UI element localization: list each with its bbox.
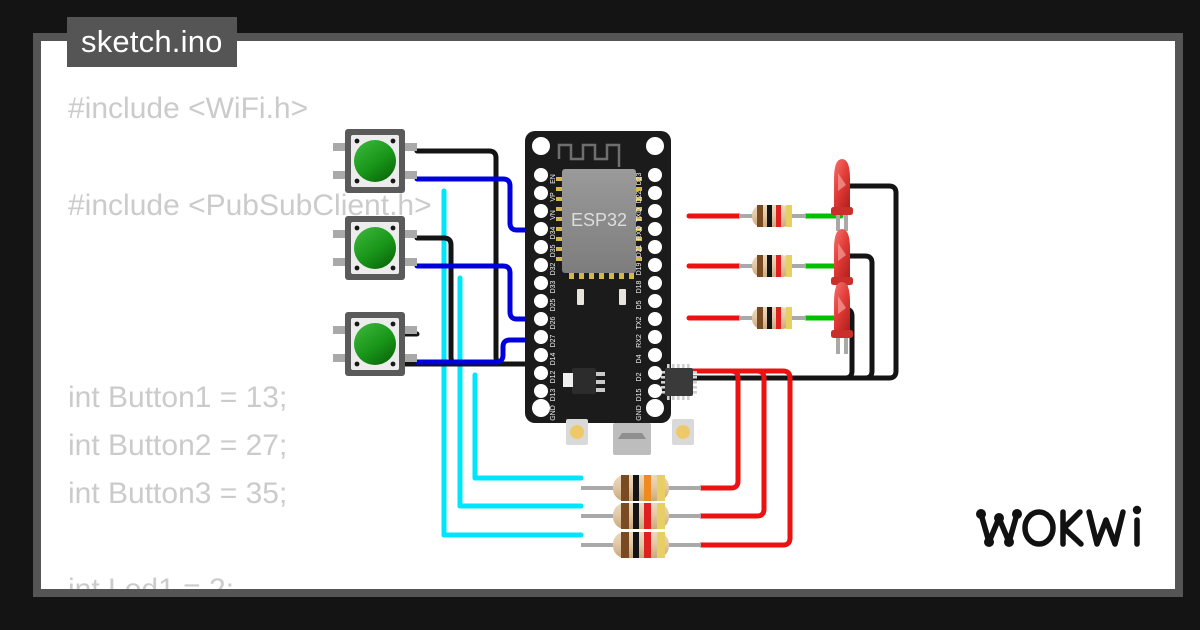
svg-text:D4: D4 [636, 354, 643, 363]
svg-text:D13: D13 [550, 388, 557, 401]
svg-text:D35: D35 [550, 244, 557, 257]
svg-text:GND: GND [550, 405, 557, 421]
board-pins-left[interactable]: EN VP VN D34 D35 D32 D33 D25 D26 D27 D14… [534, 168, 557, 421]
svg-text:TXD: TXD [636, 208, 643, 222]
board-button-en[interactable] [672, 419, 694, 445]
svg-text:D21: D21 [636, 244, 643, 257]
resistor-led-2[interactable] [739, 255, 806, 277]
pushbutton-dome [354, 140, 396, 182]
svg-text:D26: D26 [550, 316, 557, 329]
svg-text:D23: D23 [636, 172, 643, 185]
svg-text:VP: VP [550, 192, 557, 202]
pushbutton-dome [354, 227, 396, 269]
svg-text:D2: D2 [636, 372, 643, 381]
file-tab-sketch-ino[interactable]: sketch.ino [67, 17, 237, 67]
code-editor-text: #include <WiFi.h> #include <PubSubClient… [41, 41, 1175, 589]
svg-text:D27: D27 [550, 334, 557, 347]
svg-text:D34: D34 [550, 226, 557, 239]
svg-text:D18: D18 [636, 280, 643, 293]
svg-text:D25: D25 [550, 298, 557, 311]
micro-usb-connector [613, 423, 651, 455]
wire-signal-button-1 [414, 176, 544, 233]
wire-cathode-2 [678, 253, 875, 381]
shield-pads [556, 177, 642, 279]
usb-serial-chip [661, 364, 697, 400]
led-3[interactable] [831, 282, 853, 354]
svg-text:D15: D15 [636, 388, 643, 401]
voltage-regulator [563, 368, 605, 394]
esp32-shield [562, 169, 636, 273]
wokwi-logo [973, 500, 1153, 561]
code-line: int Button1 = 13; [68, 381, 288, 414]
code-line: #include <WiFi.h> [68, 92, 309, 125]
esp32-devkit-board[interactable]: ESP32 [525, 131, 697, 455]
svg-text:RX2: RX2 [636, 334, 643, 348]
pushbutton-3[interactable] [333, 312, 417, 376]
resistor-pullup-3[interactable] [581, 532, 701, 558]
resistor-led-3[interactable] [739, 307, 806, 329]
pushbutton-1[interactable] [333, 129, 417, 193]
resistor-led-1[interactable] [739, 205, 806, 227]
svg-text:D22: D22 [636, 190, 643, 203]
svg-text:RXD: RXD [636, 226, 643, 241]
diagram-canvas[interactable]: #include <WiFi.h> #include <PubSubClient… [41, 41, 1175, 589]
pushbutton-2[interactable] [333, 216, 417, 280]
wire-group [387, 148, 899, 548]
logo-dot-i [1132, 505, 1142, 515]
code-line: int Button2 = 27; [68, 429, 288, 462]
svg-text:D32: D32 [550, 262, 557, 275]
resistor-pullup-2[interactable] [581, 503, 701, 529]
resistor-pullup-1[interactable] [581, 475, 701, 501]
circuit-diagram[interactable]: ESP32 [41, 41, 1175, 589]
svg-text:D19: D19 [636, 262, 643, 275]
board-pins-right[interactable]: D23 D22 TXD RXD D21 D19 D18 D5 TX2 RX2 D… [636, 168, 662, 421]
board-chip-label: ESP32 [571, 210, 627, 230]
svg-text:D14: D14 [550, 352, 557, 365]
svg-text:D5: D5 [636, 300, 643, 309]
code-line: int Led1 = 2; [68, 573, 234, 589]
code-line: int Button3 = 35; [68, 477, 288, 510]
led-1[interactable] [831, 159, 853, 231]
pushbutton-dome [354, 323, 396, 365]
wire-signal-button-2 [414, 263, 544, 322]
svg-text:VN: VN [550, 210, 557, 220]
svg-text:D12: D12 [550, 370, 557, 383]
antenna-trace [557, 143, 621, 167]
wire-3v3-3 [678, 368, 793, 548]
logo-nodes [976, 509, 1022, 547]
wire-signal-button-3 [414, 337, 544, 365]
board-button-boot[interactable] [566, 419, 588, 445]
svg-text:D33: D33 [550, 280, 557, 293]
svg-text:EN: EN [550, 174, 557, 184]
svg-text:TX2: TX2 [636, 316, 643, 329]
svg-text:GND: GND [636, 405, 643, 421]
wire-cathode-1 [678, 183, 899, 381]
